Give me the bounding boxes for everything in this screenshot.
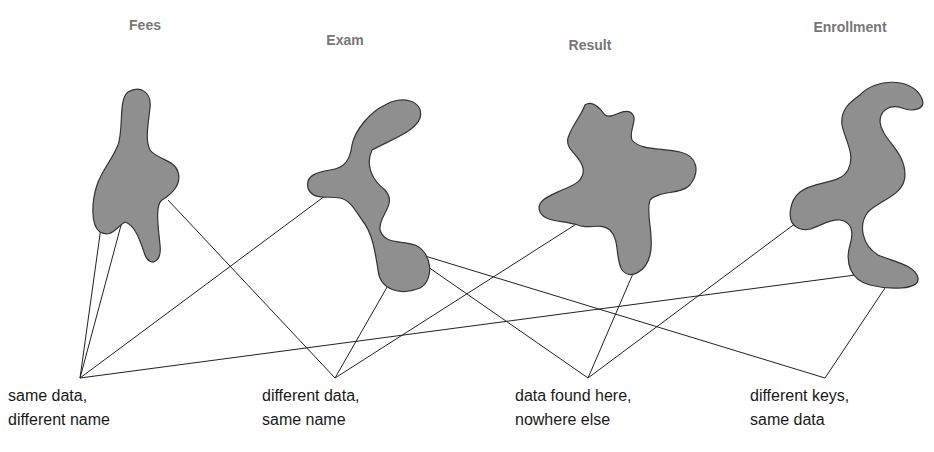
leader-line xyxy=(825,276,893,378)
blob-shape xyxy=(539,103,696,274)
data-blob: Result xyxy=(530,25,710,290)
leader-line xyxy=(80,213,103,378)
blob-outline xyxy=(80,8,195,280)
callout-label: data found here, nowhere else xyxy=(515,384,647,432)
blob-shape xyxy=(790,82,923,288)
leader-line xyxy=(80,272,878,378)
data-blob: Fees xyxy=(80,8,195,280)
leader-line xyxy=(168,200,335,378)
blob-title: Enrollment xyxy=(813,18,886,36)
callout-label: different keys, same data xyxy=(750,384,882,432)
blob-outline xyxy=(780,8,932,298)
blob-title: Result xyxy=(569,36,612,54)
blob-title: Exam xyxy=(326,31,363,49)
leader-line xyxy=(588,262,638,378)
callout-label: same data, different name xyxy=(8,384,140,432)
leader-line xyxy=(418,260,588,378)
leader-line xyxy=(425,256,825,378)
blob-title: Fees xyxy=(129,16,161,34)
data-blob: Enrollment xyxy=(780,8,932,298)
data-blob: Exam xyxy=(300,20,442,300)
blob-outline xyxy=(300,20,442,300)
blob-shape xyxy=(93,89,179,262)
blob-outline xyxy=(530,25,710,290)
callout-label: different data, same name xyxy=(262,384,394,432)
blob-shape xyxy=(308,100,430,292)
